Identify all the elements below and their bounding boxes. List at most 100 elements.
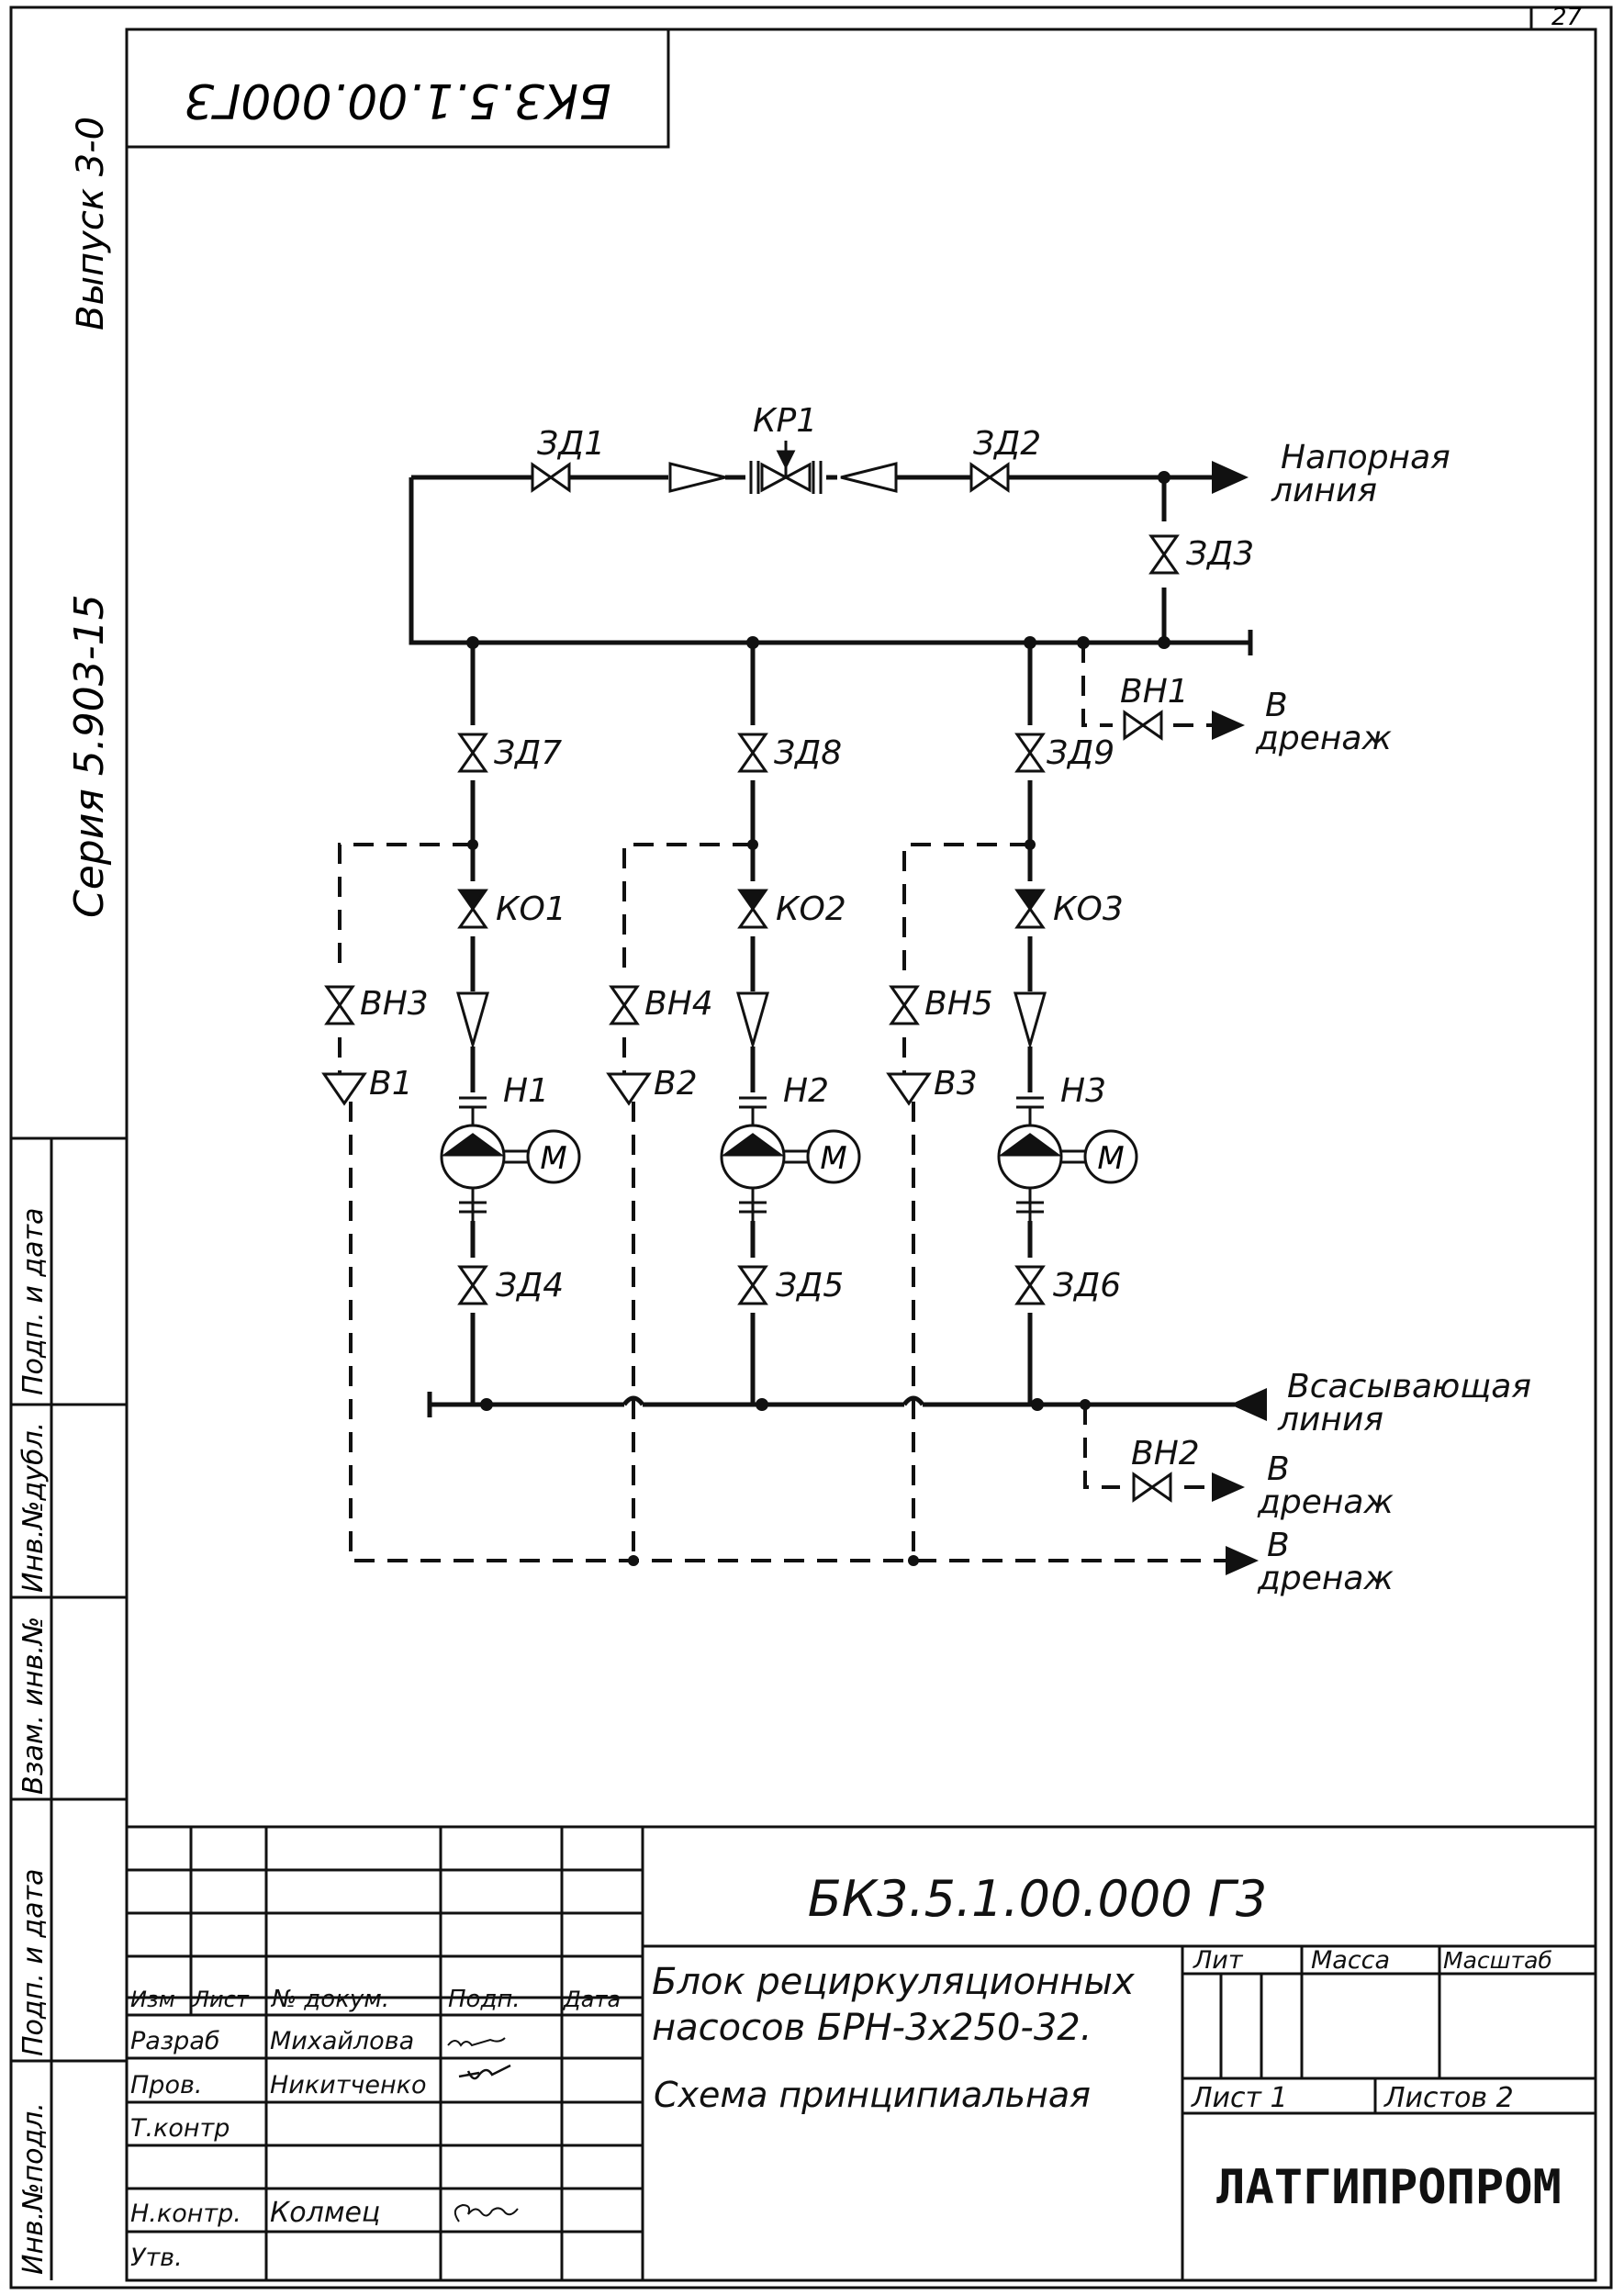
series-label: Серия 5.903-15	[66, 594, 113, 918]
left-col-vzam-inv: Взам. инв.№	[17, 1617, 50, 1795]
label-vn2: ВН2	[1131, 1435, 1200, 1472]
doc-code: БК3.5.1.00.000 Г3	[808, 1870, 1268, 1928]
valve-zd9-symbol	[1015, 733, 1045, 773]
funnel-v2-symbol	[607, 1072, 651, 1105]
page-number: 27	[1551, 4, 1583, 31]
subtitle: Схема принципиальная	[654, 2075, 1091, 2115]
name-developer: Михайлова	[270, 2027, 414, 2055]
col-mass: Масса	[1311, 1946, 1390, 1975]
label-h3: Н3	[1060, 1072, 1106, 1110]
flow-arrows	[1212, 461, 1267, 1575]
valve-zd7-symbol	[458, 733, 487, 773]
valve-zd6-symbol	[1015, 1265, 1045, 1305]
left-col-sign-date-2: Подп. и дата	[17, 1869, 50, 2056]
funnel-v3-symbol	[887, 1072, 931, 1105]
role-approve: Утв.	[130, 2244, 183, 2272]
sheet-total: Листов 2	[1383, 2082, 1514, 2114]
title-line-2: насосов БРН-3х250-32.	[652, 2007, 1092, 2049]
valve-zd3-symbol	[1149, 534, 1179, 575]
valve-vn2-symbol	[1132, 1472, 1172, 1502]
label-ko1: КО1	[496, 890, 566, 928]
left-col-inv-dubl: Инв.№дубл.	[17, 1422, 50, 1593]
signature-checker	[458, 2064, 511, 2080]
header-doc-no: № докум.	[270, 1986, 389, 2013]
reducer-h2-symbol	[736, 991, 769, 1047]
piping-diagram	[409, 475, 1253, 1417]
top-stamp: БК3.5.1.00.000Г3	[125, 28, 670, 149]
label-zd9: ЗД9	[1047, 734, 1114, 772]
label-zd6: ЗД6	[1053, 1267, 1121, 1304]
label-h2: Н2	[783, 1072, 829, 1110]
motor-h3-label: М	[1097, 1140, 1124, 1177]
signature-ncontrol	[454, 2203, 519, 2222]
svg-text:БК3.5.1.00.000Г3: БК3.5.1.00.000Г3	[184, 73, 610, 128]
label-ko3: КО3	[1053, 890, 1124, 928]
left-col-inv-podl: Инв.№подл.	[17, 2102, 50, 2275]
motor-h1-label: М	[540, 1140, 566, 1177]
motor-h2-label: М	[820, 1140, 846, 1177]
valve-vn3-symbol	[325, 985, 354, 1025]
valve-vn1-symbol	[1123, 711, 1163, 740]
drawing-frame	[9, 6, 1613, 2289]
valve-vn4-symbol	[610, 985, 639, 1025]
label-v3: В3	[934, 1065, 978, 1103]
name-checker: Никитченко	[270, 2071, 426, 2099]
role-checker: Пров.	[130, 2071, 202, 2099]
pump-h2-symbol	[720, 1096, 861, 1221]
title-block	[127, 1825, 1596, 2280]
valve-zd8-symbol	[738, 733, 767, 773]
label-zd8: ЗД8	[774, 734, 842, 772]
reducer-h3-symbol	[1014, 991, 1047, 1047]
col-scale: Масштаб	[1443, 1947, 1552, 1974]
header-izm: Изм	[130, 1987, 175, 2012]
label-vn1: ВН1	[1120, 673, 1189, 711]
label-zd4: ЗД4	[496, 1267, 564, 1304]
funnel-v1-symbol	[322, 1072, 366, 1105]
label-kr1: КР1	[753, 402, 817, 440]
check-valve-ko3-symbol	[1015, 889, 1045, 929]
label-v1: В1	[369, 1065, 413, 1103]
col-lit: Лит	[1193, 1946, 1244, 1975]
label-v2: В2	[654, 1065, 698, 1103]
header-date: Дата	[563, 1987, 621, 2012]
pump-h3-symbol	[997, 1096, 1138, 1221]
junction-dots	[466, 471, 1170, 1566]
signature-developer	[447, 2037, 506, 2047]
role-developer: Разраб	[130, 2027, 220, 2055]
header-list: Лист	[192, 1987, 250, 2012]
label-vn4: ВН4	[644, 985, 713, 1023]
check-valve-ko1-symbol	[458, 889, 487, 929]
drain-dashed-lines	[338, 643, 1230, 1562]
organization-logo: ЛАТГИПРОПРОМ	[1216, 2160, 1562, 2215]
label-zd5: ЗД5	[776, 1267, 844, 1304]
label-zd1: ЗД1	[537, 425, 605, 463]
label-vn5: ВН5	[924, 985, 993, 1023]
label-ko2: КО2	[776, 890, 846, 928]
title-line-1: Блок рециркуляционных	[652, 1961, 1135, 2003]
valve-zd1-symbol	[531, 463, 571, 492]
pump-h1-symbol	[440, 1096, 581, 1221]
check-valve-ko2-symbol	[738, 889, 767, 929]
name-ncontrol: Колмец	[270, 2197, 380, 2229]
valve-zd2-symbol	[969, 463, 1010, 492]
role-ncontrol: Н.контр.	[130, 2200, 241, 2228]
reducer-left-symbol	[668, 462, 726, 493]
control-valve-kr1-symbol	[749, 441, 823, 494]
role-tcontrol: Т.контр	[130, 2114, 230, 2143]
label-zd3: ЗД3	[1186, 535, 1254, 573]
reducer-right-symbol	[840, 462, 898, 493]
label-h1: Н1	[503, 1072, 549, 1110]
sheet-number: Лист 1	[1191, 2082, 1288, 2114]
issue-label: Выпуск 3-0	[70, 117, 112, 330]
valve-zd4-symbol	[458, 1265, 487, 1305]
valve-zd5-symbol	[738, 1265, 767, 1305]
reducer-h1-symbol	[456, 991, 489, 1047]
label-zd7: ЗД7	[494, 734, 562, 772]
label-vn3: ВН3	[360, 985, 429, 1023]
